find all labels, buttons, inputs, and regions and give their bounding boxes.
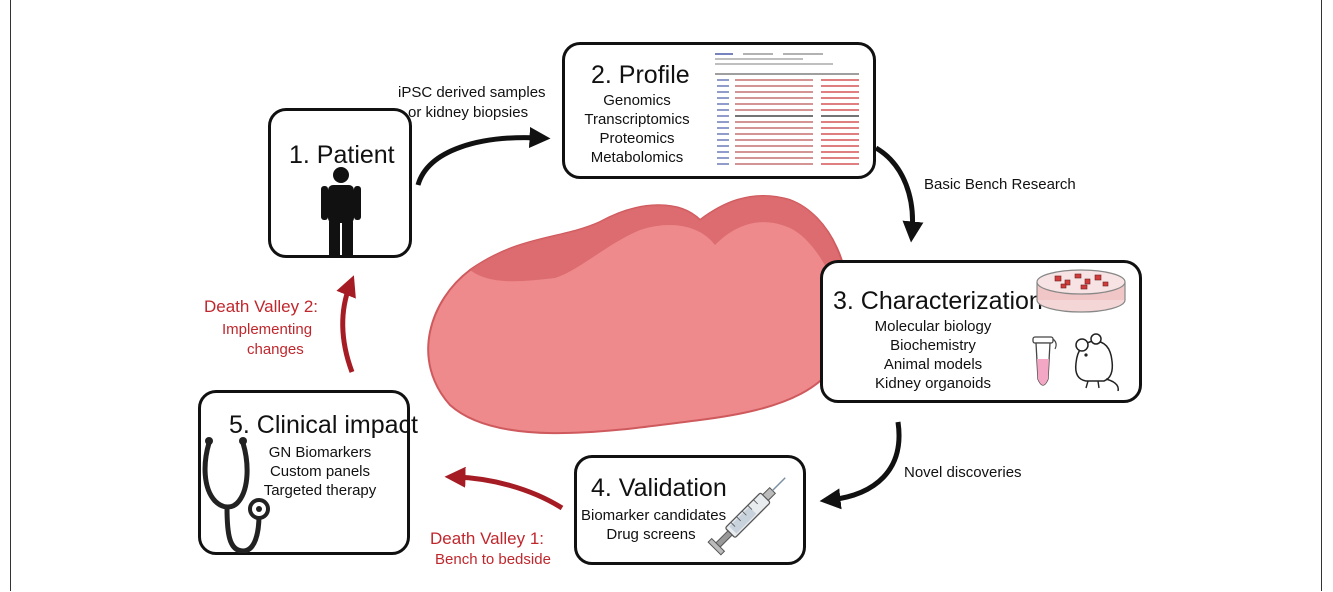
petri-dish-icon	[1036, 269, 1126, 313]
data-table-icon	[715, 53, 859, 165]
clinical-impact-box: 5. Clinical impact GN Biomarkers Custom …	[198, 390, 418, 555]
clinical-impact-item: Custom panels	[269, 463, 371, 480]
profile-items: Genomics Transcriptomics Proteomics Meta…	[577, 91, 697, 167]
patient-title: 1. Patient	[289, 141, 395, 169]
characterization-item: Molecular biology	[874, 318, 992, 335]
death-valley-1-subtitle: Bench to bedside	[435, 551, 551, 568]
clinical-impact-item: Targeted therapy	[263, 482, 377, 499]
arrow-death-valley-1	[444, 466, 564, 511]
arrow-death-valley-2	[336, 275, 356, 373]
death-valley-1-title: Death Valley 1:	[430, 529, 545, 548]
characterization-items: Molecular biology Biochemistry Animal mo…	[858, 317, 1008, 393]
tube-icon	[1032, 336, 1057, 386]
arrow-label-samples-line1: iPSC derived samples	[398, 84, 546, 101]
kidney-icon	[427, 195, 851, 435]
arrow-label-samples-line2: or kidney biopsies	[408, 104, 529, 121]
profile-box: 2. Profile Genomics Transcriptomics Prot…	[562, 42, 876, 179]
validation-item: Biomarker candidates	[581, 507, 727, 524]
death-valley-2-subtitle-line2: changes	[247, 341, 304, 358]
death-valley-2-title: Death Valley 2:	[204, 297, 319, 316]
arrow-label-bench-research: Basic Bench Research	[924, 176, 1076, 193]
death-valley-2-subtitle-line1: Implementing	[222, 321, 313, 338]
patient-box: 1. Patient	[268, 108, 412, 258]
validation-box: 4. Validation Biomarker candidates Drug …	[574, 455, 806, 565]
characterization-item: Animal models	[883, 356, 983, 373]
profile-item: Proteomics	[599, 130, 675, 147]
profile-item: Genomics	[603, 92, 671, 109]
validation-items: Biomarker candidates Drug screens	[581, 506, 727, 544]
profile-item: Metabolomics	[590, 149, 684, 166]
figure-frame	[10, 0, 1322, 591]
characterization-item: Kidney organoids	[875, 375, 991, 392]
syringe-icon	[707, 477, 786, 556]
clinical-impact-title: 5. Clinical impact	[229, 411, 418, 439]
validation-item: Drug screens	[606, 526, 696, 543]
characterization-item: Biochemistry	[890, 337, 976, 354]
arrow-characterization-to-validation	[819, 421, 902, 510]
arrow-patient-to-profile	[415, 126, 551, 186]
mouse-icon	[1074, 333, 1119, 392]
clinical-impact-item: GN Biomarkers	[268, 444, 372, 461]
characterization-box: 3. Characterization Molecular biology Bi…	[820, 260, 1142, 403]
validation-title: 4. Validation	[591, 474, 727, 502]
stethoscope-icon	[202, 437, 270, 553]
profile-title: 2. Profile	[591, 61, 690, 89]
arrow-profile-to-characterization	[874, 145, 924, 243]
arrow-label-novel-discoveries: Novel discoveries	[904, 464, 1022, 481]
profile-item: Transcriptomics	[584, 111, 690, 128]
clinical-impact-items: GN Biomarkers Custom panels Targeted the…	[251, 443, 389, 500]
person-icon	[321, 167, 361, 258]
characterization-title: 3. Characterization	[833, 287, 1043, 315]
